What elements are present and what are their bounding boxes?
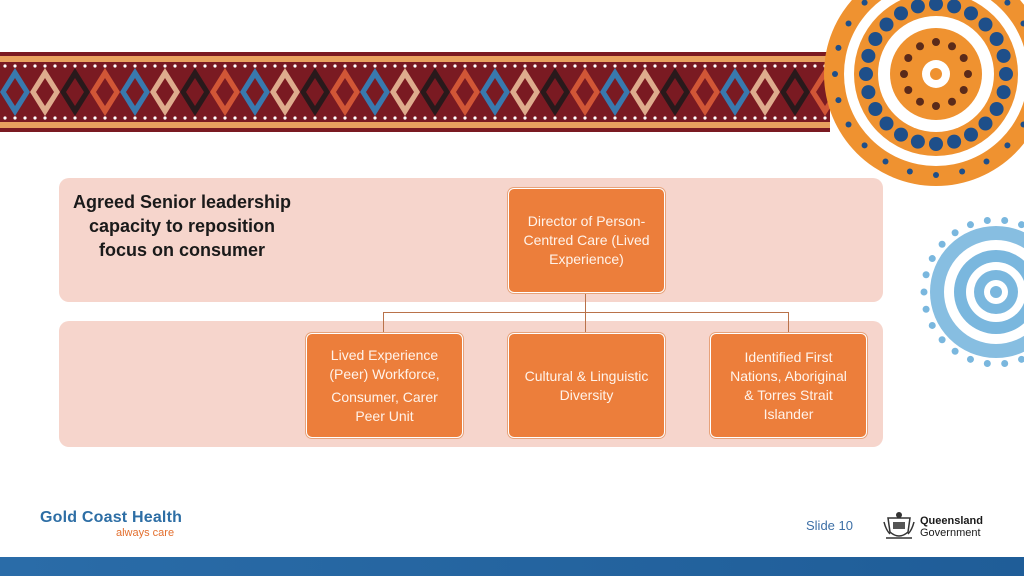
first-nations-line-1: Identified First: [744, 348, 833, 365]
lived-line-2: (Peer) Workforce,: [329, 365, 440, 382]
first-nations-box: Identified First Nations, Aboriginal & T…: [710, 333, 867, 438]
footer-bar: [0, 557, 1024, 576]
queensland-government-logo: Queensland Government: [920, 515, 983, 539]
connector-left: [383, 312, 384, 333]
dot-painting-orange-icon: [824, 0, 1024, 186]
lived-line-1: Lived Experience: [330, 346, 439, 363]
cultural-line-2: Diversity: [559, 386, 614, 403]
gold-coast-health-tagline: always care: [116, 527, 175, 539]
connector-right: [788, 312, 789, 333]
first-nations-line-2: Nations, Aboriginal: [730, 367, 847, 384]
queensland-label: Queensland: [920, 515, 983, 527]
slide-number: Slide 10: [806, 518, 853, 533]
lived-experience-box: Lived Experience (Peer) Workforce, Consu…: [306, 333, 463, 438]
first-nations-line-3: & Torres Strait: [744, 386, 833, 403]
aboriginal-art-band: [0, 52, 830, 132]
first-nations-line-4: Islander: [763, 405, 814, 422]
top-panel: [59, 178, 883, 302]
connector-horizontal: [383, 312, 789, 313]
director-line-3: Experience): [549, 251, 624, 267]
lived-line-4: Peer Unit: [355, 407, 414, 424]
cultural-linguistic-box: Cultural & Linguistic Diversity: [508, 333, 665, 438]
dot-painting-blue-icon: [918, 214, 1024, 370]
lived-line-3: Consumer, Carer: [331, 388, 438, 405]
director-line-1: Director of Person-: [527, 213, 646, 229]
panel-heading: Agreed Senior leadership capacity to rep…: [72, 192, 292, 260]
director-line-2: Centred Care (Lived: [523, 232, 650, 248]
director-box: Director of Person- Centred Care (Lived …: [508, 188, 665, 293]
cultural-line-1: Cultural & Linguistic: [524, 367, 649, 384]
gold-coast-health-logo: Gold Coast Health: [40, 509, 183, 526]
government-label: Government: [920, 527, 981, 539]
queensland-crest-icon: [883, 512, 915, 539]
